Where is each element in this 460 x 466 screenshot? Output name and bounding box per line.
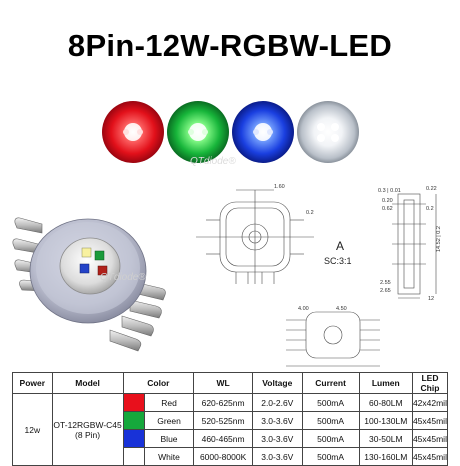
current-cell: 500mA (301, 429, 360, 448)
lumen-cell: 30-50LM (358, 429, 413, 448)
lumen-cell: 130-160LM (358, 447, 413, 466)
voltage-cell: 3.0-3.6V (252, 447, 303, 466)
dim-label: 0.2 (306, 210, 314, 216)
dim-label: 0.20 (382, 198, 393, 204)
swatch-fill (123, 448, 144, 465)
color-swatch-green (122, 411, 145, 430)
scale-label: SC:3:1 (324, 256, 352, 266)
swatch-fill (123, 430, 144, 447)
color-name: Red (143, 393, 195, 412)
wl-cell: 6000-8000K (193, 447, 254, 466)
table-row: Green 520-525nm 3.0-3.6V 500mA 100-130LM… (13, 411, 449, 430)
table-header-row: Power Model Color WL Voltage Current Lum… (12, 372, 449, 394)
color-swatch-blue (122, 429, 145, 448)
chip-cell: 42x42mil (411, 393, 449, 412)
voltage-cell: 2.0-2.6V (252, 393, 303, 412)
view-label: A (336, 239, 344, 253)
model-name: OT-12RGBW-C45 (53, 419, 122, 430)
swatch-fill (123, 394, 144, 411)
swatch-fill (123, 412, 144, 429)
lumen-cell: 100-130LM (358, 411, 413, 430)
chip-cell: 45x45mil (411, 429, 449, 448)
col-header-led-chip: LED Chip (411, 372, 449, 394)
current-cell: 500mA (301, 411, 360, 430)
technical-drawing: 1.60 0.2 0.3 | 0.01 0.22 0.20 0.62 0.2 1… (196, 184, 442, 367)
spec-table: Power Model Color WL Voltage Current Lum… (12, 372, 449, 466)
dim-label: 4.50 (336, 306, 347, 312)
wl-cell: 520-525nm (193, 411, 254, 430)
watermark-chip: QTdiode® (100, 272, 146, 283)
col-header-wl: WL (193, 372, 254, 394)
col-header-model: Model (51, 372, 124, 394)
page-title: 8Pin-12W-RGBW-LED (67, 28, 393, 63)
chip-cell: 45x45mil (411, 447, 449, 466)
led-photo-white (297, 101, 359, 163)
dim-label: 0.62 (382, 206, 393, 212)
voltage-cell: 3.0-3.6V (252, 429, 303, 448)
dim-label: 0.22 (426, 186, 437, 192)
color-swatch-red (122, 393, 145, 412)
led-photos (102, 101, 359, 163)
col-header-lumen: Lumen (358, 372, 413, 394)
color-name: Blue (143, 429, 195, 448)
color-swatch-white (122, 447, 145, 466)
dim-label: 1.60 (274, 184, 285, 190)
col-header-power: Power (12, 372, 53, 394)
dim-label: 0.2 (426, 206, 434, 212)
table-row: 12w OT-12RGBW-C45 (8 Pin) Red 620-625nm … (12, 393, 449, 466)
voltage-cell: 3.0-3.6V (252, 411, 303, 430)
dim-label: 2.55 (380, 280, 391, 286)
dim-label: 12 (428, 296, 434, 302)
col-header-current: Current (301, 372, 360, 394)
lumen-cell: 60-80LM (358, 393, 413, 412)
led-chip-photo (12, 217, 166, 352)
col-header-voltage: Voltage (252, 372, 303, 394)
chip-cell: 45x45mil (411, 411, 449, 430)
wl-cell: 620-625nm (193, 393, 254, 412)
dim-label: 2.65 (380, 288, 391, 294)
color-name: White (143, 447, 195, 466)
col-header-color: Color (122, 372, 195, 394)
dim-label: 14.52 | 0.2 (436, 226, 442, 252)
wl-cell: 460-465nm (193, 429, 254, 448)
model-pins: (8 Pin) (75, 429, 101, 440)
power-cell: 12w (12, 393, 53, 466)
current-cell: 500mA (301, 393, 360, 412)
dim-label: 0.3 | 0.01 (378, 188, 401, 194)
watermark-top: QTdiode® (190, 156, 236, 167)
dim-label: 4.00 (298, 306, 309, 312)
color-name: Green (143, 411, 195, 430)
model-cell: OT-12RGBW-C45 (8 Pin) (51, 393, 124, 466)
current-cell: 500mA (301, 447, 360, 466)
